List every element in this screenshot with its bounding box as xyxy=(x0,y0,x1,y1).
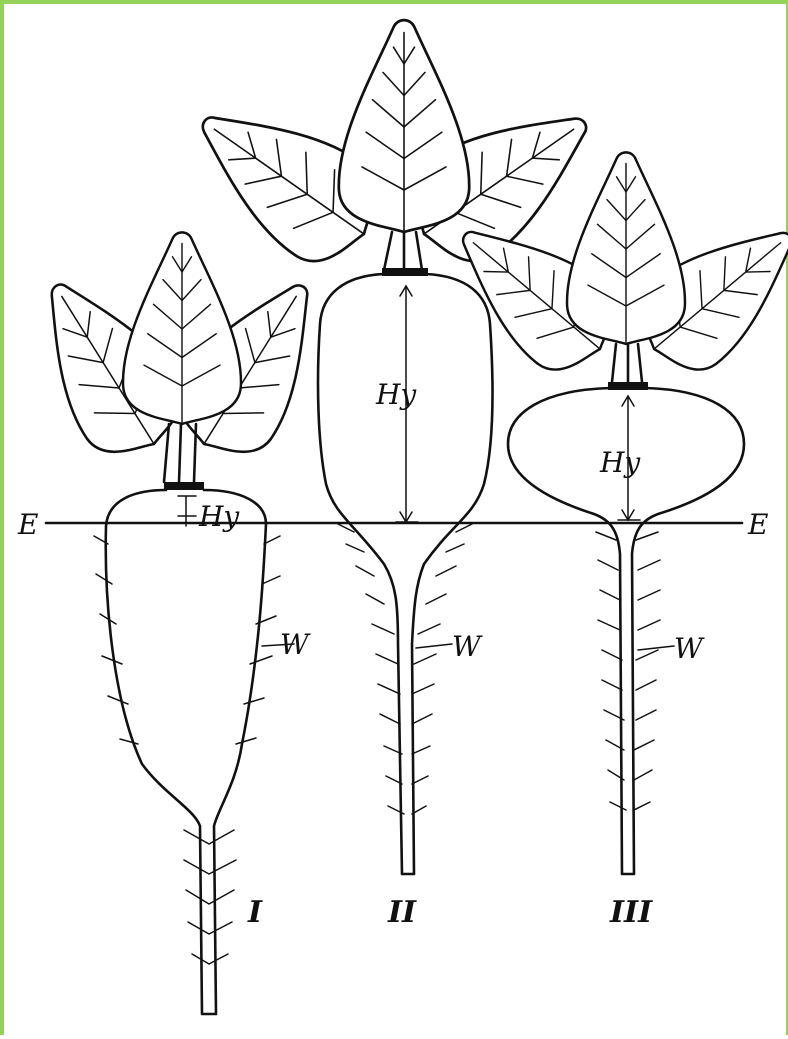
plant-3-lateral-roots xyxy=(596,532,660,810)
label-hy-2: Hy xyxy=(375,378,417,411)
label-plant-2: II xyxy=(387,895,417,930)
plant-2-crown xyxy=(382,268,428,276)
beet-types-diagram: E E Hy W I xyxy=(4,4,788,1039)
plant-2-lateral-roots xyxy=(338,524,472,814)
plant-1-leaves xyxy=(10,232,349,482)
plant-1: Hy W I xyxy=(10,232,349,1014)
plant-1-crown xyxy=(164,482,204,490)
label-hy-1: Hy xyxy=(198,500,240,533)
plant-3: Hy W III xyxy=(432,152,788,930)
plant-3-crown xyxy=(608,382,648,390)
label-plant-1: I xyxy=(247,895,263,930)
plant-1-root-body xyxy=(106,490,266,1014)
label-w-3: W xyxy=(674,632,705,665)
label-w-2: W xyxy=(452,630,483,663)
label-hy-3: Hy xyxy=(599,446,641,479)
label-ground-left: E xyxy=(17,508,38,541)
plant-2: Hy W II xyxy=(171,20,616,930)
label-ground-right: E xyxy=(747,508,768,541)
plant-2-leaves xyxy=(171,20,616,280)
label-w-1: W xyxy=(280,628,311,661)
plant-2-root-body xyxy=(318,274,492,874)
label-plant-3: III xyxy=(609,895,653,930)
